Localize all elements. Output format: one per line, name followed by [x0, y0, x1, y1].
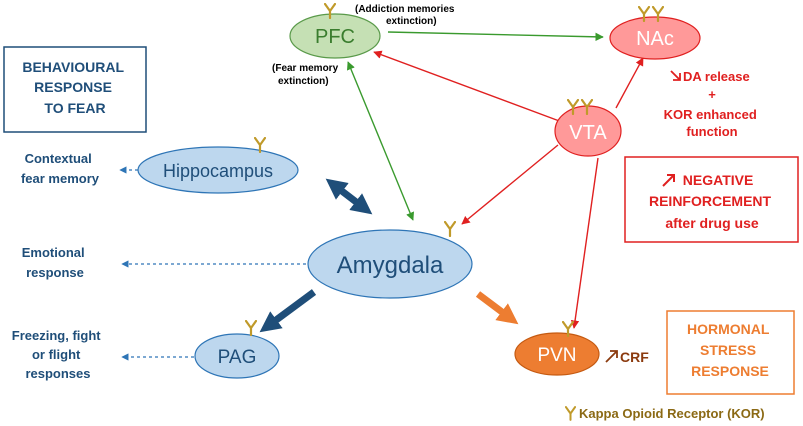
arrow-pfc-amygdala [346, 61, 415, 221]
annotation-addiction-extinction: (Addiction memories extinction) [355, 4, 457, 27]
legend-kor: Kappa Opioid Receptor (KOR) [565, 406, 765, 421]
node-amygdala: Amygdala [307, 229, 473, 299]
arrow-down-right-icon [670, 70, 681, 81]
arrow-vta-to-pfc [373, 50, 563, 123]
kor-enhanced-label: KOR enhanced function [664, 107, 761, 139]
arrow-vta-to-nac [615, 57, 644, 109]
node-pag-label: PAG [218, 347, 257, 368]
arrow-amygdala-to-pag [259, 289, 317, 333]
svg-text:NEGATIVE REINFORCEMENT: NEGATIVE REINFORCEMENT after drug use [649, 172, 775, 231]
arrow-hippocampus-amygdala [325, 178, 373, 215]
node-vta-label: VTA [569, 122, 607, 144]
response-freezing: Freezing, fight or flight responses [12, 328, 104, 381]
node-nac-label: NAc [636, 28, 674, 50]
node-nac: NAc [609, 16, 701, 60]
node-hippocampus-label: Hippocampus [163, 161, 273, 181]
response-emotional: Emotional response [22, 245, 88, 280]
negative-reinforcement-box: NEGATIVE REINFORCEMENT after drug use [624, 156, 799, 243]
node-amygdala-label: Amygdala [337, 252, 444, 279]
arrow-vta-to-pvn [570, 157, 599, 329]
da-release-annotation: DA release + KOR enhanced function [664, 69, 761, 139]
arrow-vta-to-amygdala [461, 144, 559, 225]
response-contextual-fear: Contextual fear memory [21, 151, 100, 186]
annotation-fear-extinction: (Fear memory extinction) [272, 63, 341, 87]
crf-annotation: CRF [605, 349, 649, 365]
node-pvn: PVN [514, 332, 600, 376]
arrow-amygdala-to-pvn [475, 291, 519, 325]
node-pfc: PFC [289, 13, 381, 59]
behavioural-response-box: BEHAVIOURAL RESPONSE TO FEAR [3, 46, 147, 133]
arrow-up-right-icon [662, 174, 675, 187]
kor-receptor-icon [245, 320, 257, 336]
arrow-up-right-icon [605, 350, 618, 363]
kor-receptor-icon [565, 406, 576, 421]
node-pvn-label: PVN [537, 345, 576, 366]
da-release-label: DA release [683, 69, 750, 84]
node-pfc-label: PFC [315, 26, 355, 48]
legend-kor-label: Kappa Opioid Receptor (KOR) [579, 406, 765, 421]
hormonal-stress-box: HORMONAL STRESS RESPONSE [666, 310, 795, 395]
kor-receptor-icon [444, 221, 456, 237]
plus-label: + [708, 87, 716, 102]
svg-text:HORMONAL STRESS RE: HORMONAL STRESS RESPONSE [687, 321, 773, 379]
crf-label: CRF [620, 349, 649, 365]
node-hippocampus: Hippocampus [137, 146, 299, 194]
node-pag: PAG [194, 333, 280, 379]
arrow-pfc-to-nac [387, 31, 604, 42]
svg-text:BEHAVIOURAL RESPONSE: BEHAVIOURAL RESPONSE TO FEAR [22, 59, 127, 116]
